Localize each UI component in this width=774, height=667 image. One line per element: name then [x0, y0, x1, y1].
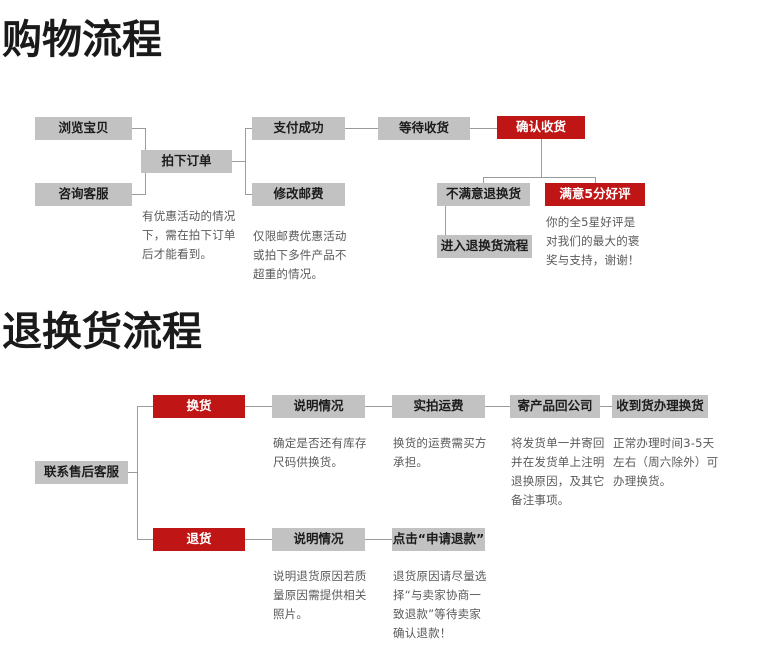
connector-bracket-to-exchange — [137, 406, 153, 407]
connector-dissatisfied-down — [445, 206, 446, 235]
node-browse[interactable]: 浏览宝贝 — [35, 117, 132, 140]
node-exchange-explain[interactable]: 说明情况 — [272, 395, 365, 418]
node-shipping-photo[interactable]: 实拍运费 — [392, 395, 485, 418]
note-satisfied: 你的全5星好评是 对我们的最大的褒 奖与支持，谢谢！ — [546, 215, 640, 267]
note-send-back: 将发货单一并寄回 并在发货单上注明 退换原因，及其它 备注事项。 — [511, 436, 605, 507]
note-refund-explain: 说明退货原因若质 量原因需提供相关 照片。 — [273, 569, 367, 621]
connector-to-modify-postage — [245, 194, 254, 195]
note-place-order: 有优惠活动的情况 下，需在拍下订单 后才能看到。 — [142, 209, 236, 261]
connector-pay-to-await — [345, 128, 378, 129]
connector-refund-explain-to-click — [365, 539, 392, 540]
connector-contact-out — [128, 472, 137, 473]
note-click-refund: 退货原因请尽量选 择“与卖家协商一 致退款”等待卖家 确认退款！ — [393, 569, 487, 640]
node-satisfied[interactable]: 满意5分好评 — [545, 183, 645, 206]
connector-place-order-out — [232, 161, 245, 162]
connector-shipping-to-sendback — [485, 406, 510, 407]
connector-explain-to-shipping — [365, 406, 392, 407]
connector-return-bracket — [137, 406, 138, 539]
node-refund-explain[interactable]: 说明情况 — [272, 528, 365, 551]
connector-await-to-confirm — [470, 128, 497, 129]
node-receive-handle[interactable]: 收到货办理换货 — [612, 395, 708, 418]
connector-exchange-to-explain — [245, 406, 272, 407]
connector-confirm-down — [541, 139, 542, 177]
node-modify-postage[interactable]: 修改邮费 — [252, 183, 345, 206]
connector-browse-to-bracket — [132, 128, 145, 129]
note-receive-handle: 正常办理时间3-5天 左右（周六除外）可 办理换货。 — [613, 436, 719, 488]
connector-bracket-right — [245, 128, 246, 195]
connector-to-pay-success — [245, 128, 254, 129]
connector-consult-to-bracket — [132, 194, 145, 195]
connector-split-to-satisfied — [595, 177, 596, 183]
node-contact-service[interactable]: 联系售后客服 — [35, 461, 128, 484]
note-modify-postage: 仅限邮费优惠活动 或拍下多件产品不 超重的情况。 — [253, 229, 347, 281]
section-title-shopping: 购物流程 — [2, 17, 162, 63]
connector-confirm-split — [483, 177, 595, 178]
node-await-receipt[interactable]: 等待收货 — [378, 117, 470, 140]
node-pay-success[interactable]: 支付成功 — [252, 117, 345, 140]
note-exchange-explain: 确定是否还有库存 尺码供换货。 — [273, 436, 367, 469]
connector-sendback-to-receive — [600, 406, 612, 407]
connector-bracket-to-refund — [137, 539, 153, 540]
node-place-order[interactable]: 拍下订单 — [141, 150, 232, 173]
node-consult[interactable]: 咨询客服 — [35, 183, 132, 206]
section-title-return: 退换货流程 — [2, 309, 202, 355]
connector-refund-to-explain — [245, 539, 272, 540]
node-send-back[interactable]: 寄产品回公司 — [510, 395, 600, 418]
node-refund[interactable]: 退货 — [153, 528, 245, 551]
node-click-refund[interactable]: 点击“申请退款” — [392, 528, 485, 551]
connector-split-to-dissatisfied — [483, 177, 484, 183]
note-shipping-photo: 换货的运费需买方 承担。 — [393, 436, 487, 469]
node-confirm-receipt[interactable]: 确认收货 — [497, 116, 585, 139]
node-exchange[interactable]: 换货 — [153, 395, 245, 418]
node-dissatisfied[interactable]: 不满意退换货 — [437, 183, 530, 206]
node-enter-return[interactable]: 进入退换货流程 — [437, 235, 532, 258]
